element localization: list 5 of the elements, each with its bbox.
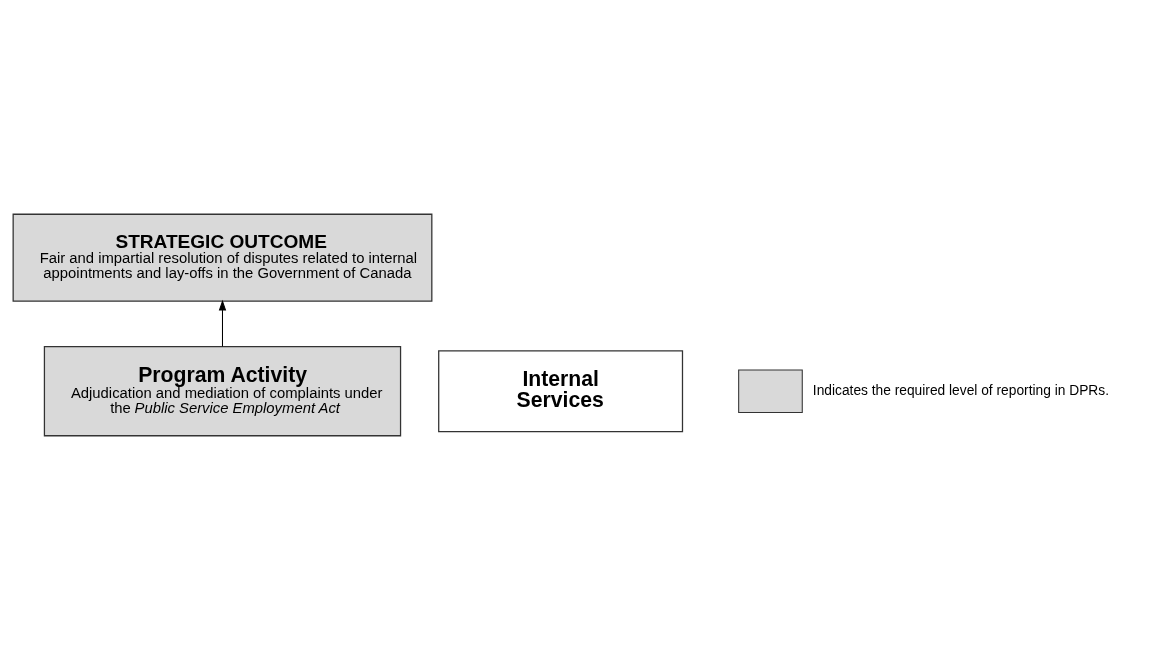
node-box: Program Activity Adjudication and mediation of complaints under the Public Service Employment Act bbox=[43, 345, 402, 436]
legend-label: Indicates the required level of reporting in DPRs. bbox=[812, 382, 1109, 398]
node-box: STRATEGIC OUTCOME Fair and impartial resolution of disputes related to internal appointments and lay-offs in the Government of Canada bbox=[12, 213, 433, 302]
node-box: Internal Services bbox=[438, 349, 684, 432]
arrow bbox=[218, 299, 227, 347]
